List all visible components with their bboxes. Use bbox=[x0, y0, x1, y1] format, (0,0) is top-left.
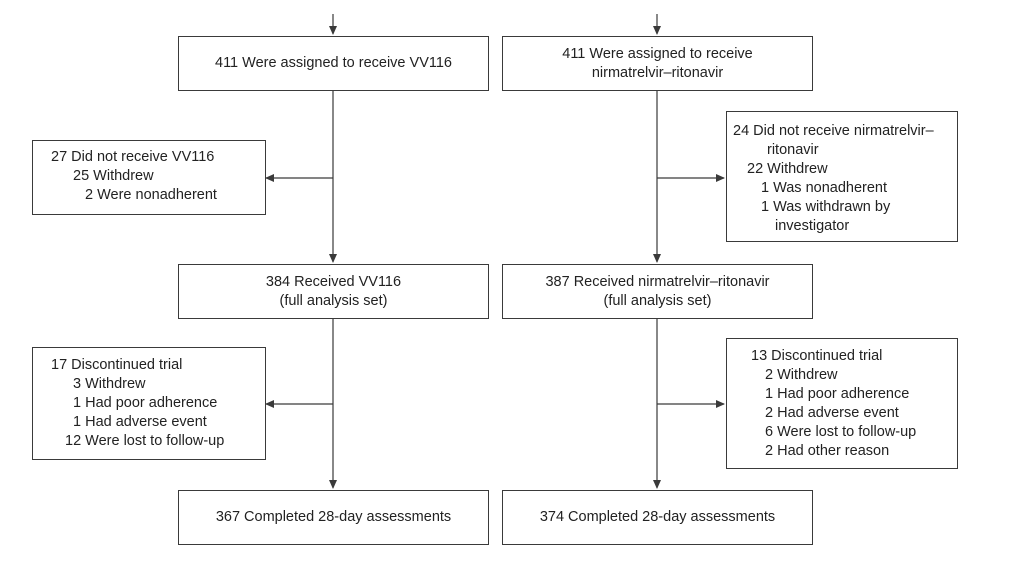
right-discontinued-reason: 2 Had adverse event bbox=[765, 405, 899, 421]
right-discontinued-box: 13 Discontinued trial 2 Withdrew 1 Had p… bbox=[726, 338, 958, 469]
right-not-received-reason-cont: investigator bbox=[775, 218, 850, 234]
right-discontinued-reason: 2 Withdrew bbox=[765, 367, 838, 383]
right-not-received-reason: 22 Withdrew bbox=[747, 161, 828, 177]
left-discontinued-box: 17 Discontinued trial 3 Withdrew 1 Had p… bbox=[32, 347, 266, 460]
left-not-received-reason: 25 Withdrew bbox=[73, 168, 154, 184]
right-assigned-line: 411 Were assigned to receive bbox=[562, 45, 753, 62]
right-not-received-total: 24 Did not receive nirmatrelvir– bbox=[733, 123, 934, 139]
right-not-received-reason: 1 Was withdrawn by bbox=[761, 199, 891, 215]
left-completed-line: 367 Completed 28-day assessments bbox=[215, 509, 452, 525]
left-not-received-total: 27 Did not receive VV116 bbox=[51, 149, 215, 165]
left-discontinued-reason: 1 Had adverse event bbox=[73, 414, 207, 430]
right-not-received-box: 24 Did not receive nirmatrelvir– ritonav… bbox=[726, 111, 958, 242]
right-discontinued-reason: 2 Had other reason bbox=[765, 443, 890, 459]
right-received-subline: (full analysis set) bbox=[603, 292, 712, 309]
left-discontinued-total: 17 Discontinued trial bbox=[51, 357, 183, 373]
left-assigned-line: 411 Were assigned to receive VV116 bbox=[215, 55, 452, 71]
right-completed-line: 374 Completed 28-day assessments bbox=[539, 509, 776, 525]
left-completed-box: 367 Completed 28-day assessments bbox=[178, 490, 489, 545]
right-not-received-total-cont: ritonavir bbox=[767, 142, 819, 158]
left-received-subline: (full analysis set) bbox=[279, 292, 388, 309]
right-received-line: 387 Received nirmatrelvir–ritonavir bbox=[545, 273, 770, 290]
right-not-received-reason: 1 Was nonadherent bbox=[761, 180, 888, 196]
left-discontinued-reason: 12 Were lost to follow-up bbox=[65, 433, 225, 449]
right-discontinued-total: 13 Discontinued trial bbox=[751, 348, 883, 364]
left-received-box: 384 Received VV116 (full analysis set) bbox=[178, 264, 489, 319]
left-received-line: 384 Received VV116 bbox=[265, 273, 402, 290]
left-not-received-reason: 2 Were nonadherent bbox=[85, 187, 217, 203]
left-discontinued-reason: 3 Withdrew bbox=[73, 376, 146, 392]
left-not-received-box: 27 Did not receive VV116 25 Withdrew 2 W… bbox=[32, 140, 266, 215]
right-completed-box: 374 Completed 28-day assessments bbox=[502, 490, 813, 545]
left-discontinued-reason: 1 Had poor adherence bbox=[73, 395, 218, 411]
right-assigned-box: 411 Were assigned to receive nirmatrelvi… bbox=[502, 36, 813, 91]
right-discontinued-reason: 6 Were lost to follow-up bbox=[765, 424, 917, 440]
right-received-box: 387 Received nirmatrelvir–ritonavir (ful… bbox=[502, 264, 813, 319]
right-assigned-subline: nirmatrelvir–ritonavir bbox=[591, 64, 724, 81]
right-discontinued-reason: 1 Had poor adherence bbox=[765, 386, 910, 402]
left-assigned-box: 411 Were assigned to receive VV116 bbox=[178, 36, 489, 91]
